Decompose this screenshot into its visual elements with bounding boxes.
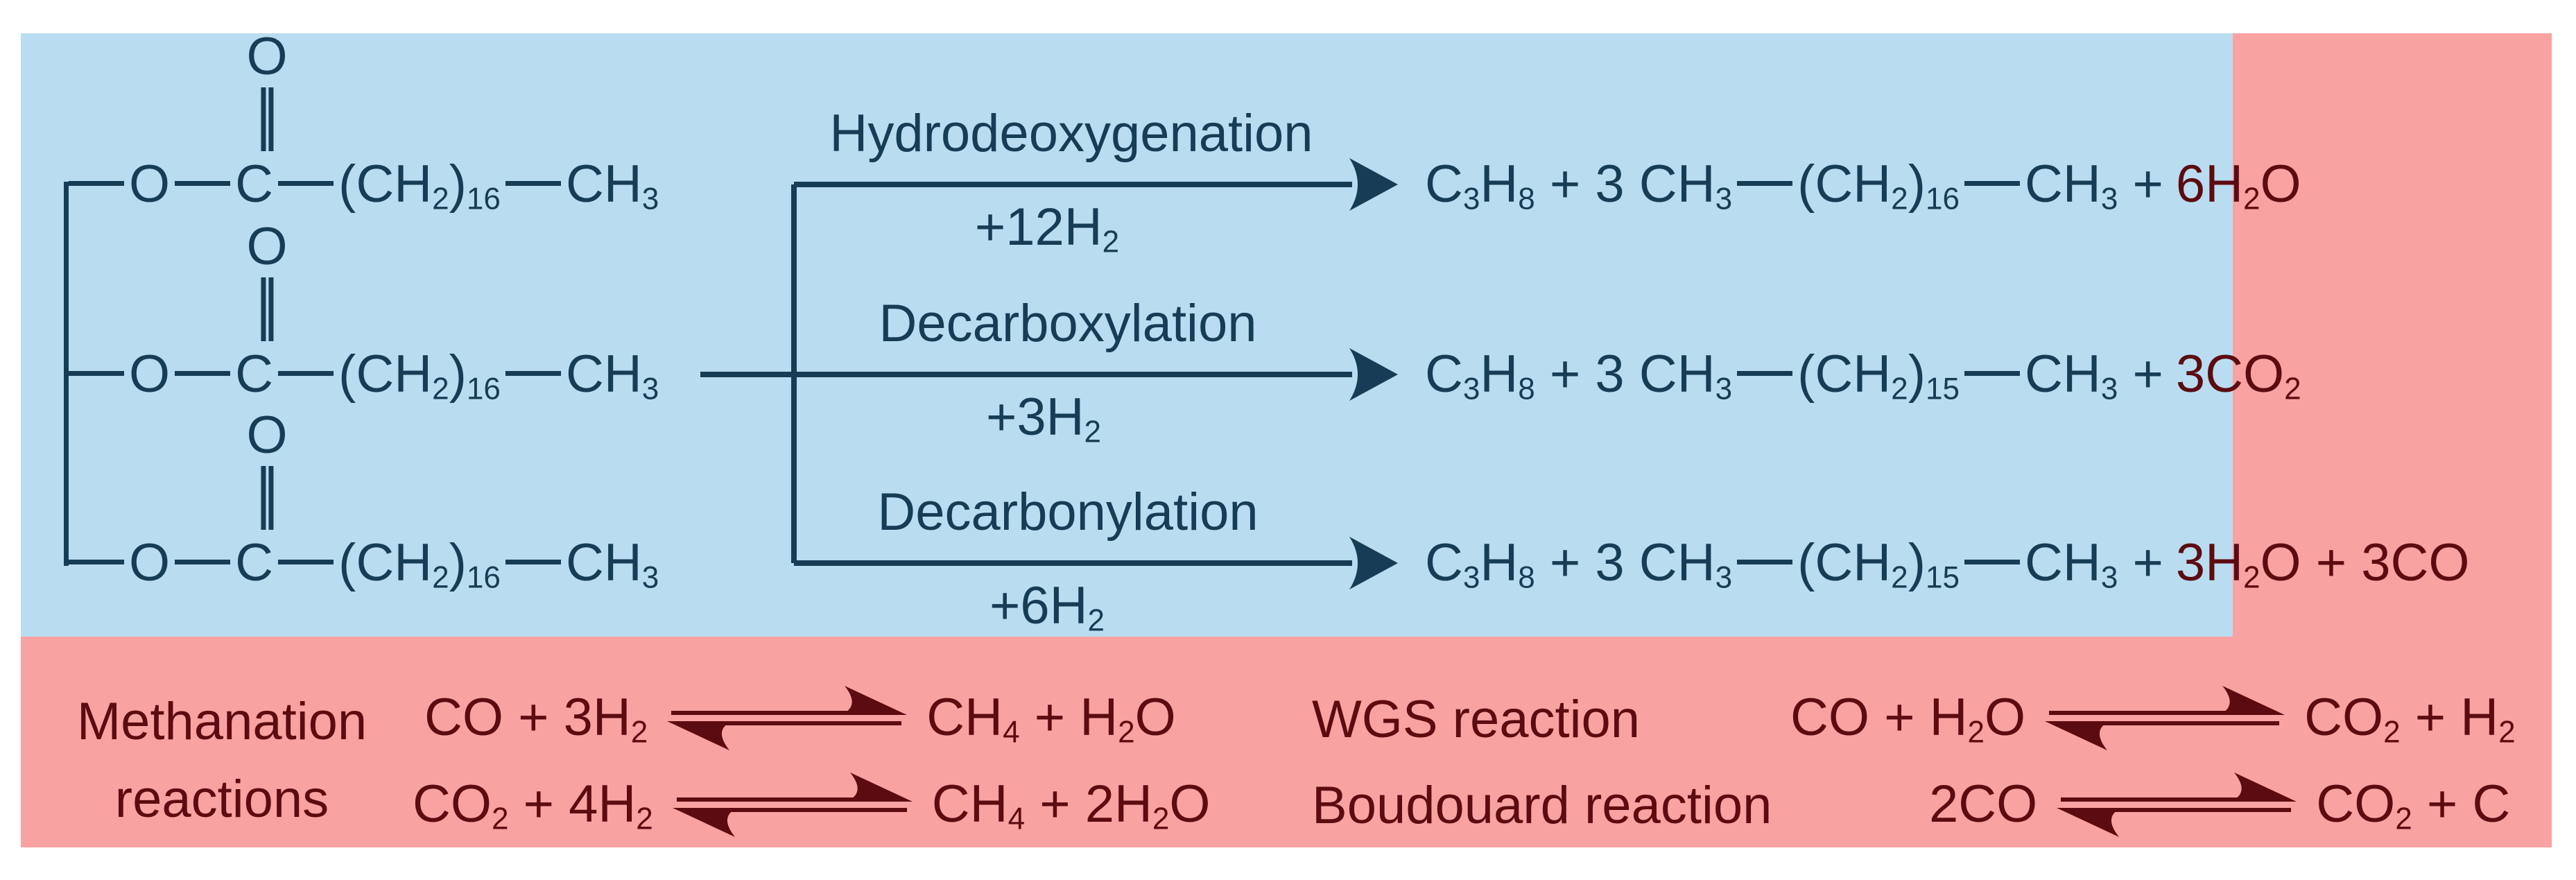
byproduct-formula: 3CO2 bbox=[2175, 345, 2301, 406]
equation-left-side: CO + 3H2 bbox=[424, 688, 648, 750]
carbonyl-group-2: O bbox=[246, 217, 288, 341]
carbonyl-oxygen-label: O bbox=[246, 27, 288, 86]
equation-boudouard: 2CO CO2 + C bbox=[1929, 763, 2510, 846]
arrowhead-icon bbox=[1349, 158, 1398, 211]
double-bond-icon bbox=[261, 87, 273, 151]
equation-wgs: CO + H2O CO2 + H2 bbox=[1790, 676, 2516, 759]
methanation-reactions-label: Methanation reactions bbox=[59, 683, 385, 838]
side-reactions-panel-background bbox=[21, 637, 2552, 847]
equation-left-side: CO2 + 4H2 bbox=[413, 775, 653, 836]
byproduct-formula: 3H2O + 3CO bbox=[2175, 533, 2470, 595]
equation-left-side: CO + H2O bbox=[1790, 688, 2026, 750]
glycerol-backbone-line bbox=[64, 182, 69, 566]
reaction-branch-arrows bbox=[700, 158, 1398, 589]
boudouard-reaction-label: Boudouard reaction bbox=[1312, 776, 1772, 835]
hydroprocessing-panel-background bbox=[21, 33, 2233, 637]
equilibrium-arrow-icon bbox=[2057, 773, 2297, 837]
equation-right-side: CH4 + H2O bbox=[926, 688, 1176, 750]
pathway-label-decarboxylation: Decarboxylation bbox=[879, 294, 1257, 353]
equilibrium-arrow-icon bbox=[672, 773, 913, 837]
equation-methanation-co2: CO2 + 4H2 CH4 + 2H2O bbox=[413, 763, 1211, 846]
reagent-label-decarbonylation: +6H2 bbox=[989, 576, 1105, 638]
equilibrium-arrow-icon bbox=[2045, 686, 2285, 750]
methanation-label-line1: Methanation bbox=[76, 692, 368, 751]
arrowhead-icon bbox=[1349, 537, 1398, 589]
equation-right-side: CO2 + H2 bbox=[2304, 688, 2516, 750]
carbonyl-oxygen-label: O bbox=[246, 217, 288, 276]
equation-right-side: CH4 + 2H2O bbox=[931, 775, 1211, 836]
methanation-label-line2: reactions bbox=[114, 770, 329, 829]
pathway-label-hydrodeoxygenation: Hydrodeoxygenation bbox=[829, 104, 1313, 163]
byproduct-formula: 6H2O bbox=[2175, 155, 2301, 216]
byproducts-panel-background bbox=[2233, 33, 2552, 637]
equilibrium-arrow-icon bbox=[667, 686, 908, 750]
arrowhead-icon bbox=[1349, 348, 1398, 401]
reagent-label-hydrodeoxygenation: +12H2 bbox=[974, 198, 1120, 259]
double-bond-icon bbox=[261, 466, 273, 530]
wgs-reaction-label: WGS reaction bbox=[1312, 690, 1641, 749]
carbonyl-group-3: O bbox=[246, 406, 288, 530]
double-bond-icon bbox=[261, 277, 273, 341]
pathway-label-decarbonylation: Decarbonylation bbox=[877, 483, 1259, 542]
equation-left-side: 2CO bbox=[1929, 775, 2038, 834]
equation-methanation-co: CO + 3H2 CH4 + H2O bbox=[424, 676, 1176, 759]
carbonyl-oxygen-label: O bbox=[246, 406, 288, 465]
carbonyl-group-1: O bbox=[246, 27, 288, 151]
equation-right-side: CO2 + C bbox=[2316, 775, 2511, 836]
reagent-label-decarboxylation: +3H2 bbox=[985, 388, 1102, 449]
